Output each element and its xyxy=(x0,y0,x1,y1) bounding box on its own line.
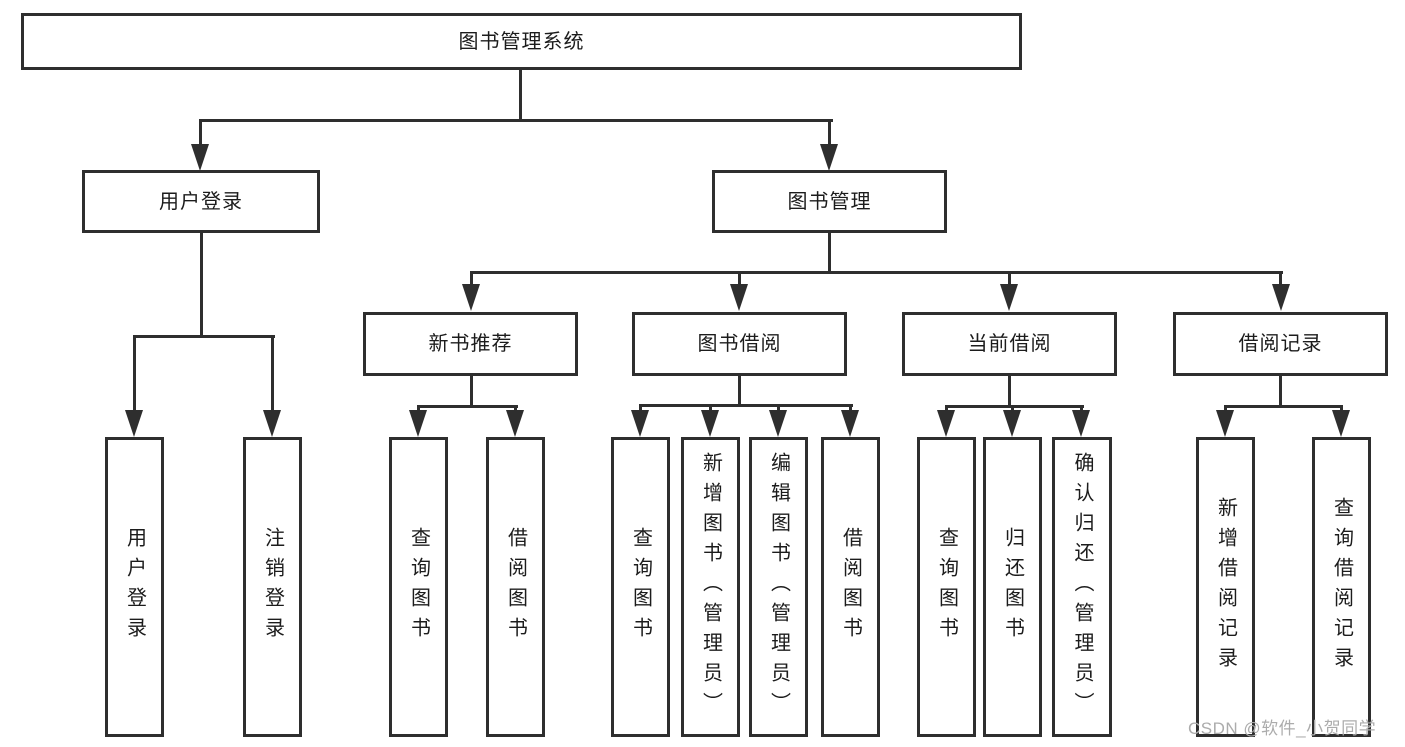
connector-stem-current-borrowing xyxy=(1008,271,1011,287)
connector-user-login-vertical xyxy=(200,233,203,337)
connector-stem-book-borrowing xyxy=(738,271,741,287)
connector-borrowing-records-vertical xyxy=(1279,376,1282,408)
arrowhead-current-borrowing xyxy=(1000,284,1018,311)
arrowhead-query-books-3 xyxy=(937,410,955,437)
arrowhead-book-borrowing xyxy=(730,284,748,311)
node-book-management: 图书管理 xyxy=(712,170,947,233)
connector-borrowing-records-horizontal xyxy=(1224,405,1343,408)
leaf-query-books-borrowing: 查询图书 xyxy=(611,437,670,737)
connector-current-borrowing-horizontal xyxy=(945,405,1084,408)
arrowhead-user-login xyxy=(191,144,209,171)
connector-stem-leaf-logout xyxy=(271,335,274,412)
leaf-confirm-return-admin: 确认归还（管理员） xyxy=(1052,437,1112,737)
connector-stem-query-books-1 xyxy=(417,405,420,413)
node-new-book-recommendation: 新书推荐 xyxy=(363,312,578,376)
connector-stem-book-management xyxy=(828,119,831,146)
connector-book-borrowing-horizontal xyxy=(639,404,853,407)
node-user-login: 用户登录 xyxy=(82,170,320,233)
connector-stem-edit-books xyxy=(777,404,780,413)
arrowhead-borrowing-records xyxy=(1272,284,1290,311)
arrowhead-return-books xyxy=(1003,410,1021,437)
connector-stem-new-book xyxy=(470,271,473,287)
arrowhead-confirm-return xyxy=(1072,410,1090,437)
node-current-borrowing: 当前借阅 xyxy=(902,312,1117,376)
leaf-borrow-books-borrowing: 借阅图书 xyxy=(821,437,880,737)
leaf-add-books-admin: 新增图书（管理员） xyxy=(681,437,740,737)
node-book-borrowing: 图书借阅 xyxy=(632,312,847,376)
leaf-add-borrow-record: 新增借阅记录 xyxy=(1196,437,1255,737)
connector-root-horizontal xyxy=(199,119,833,122)
leaf-return-books: 归还图书 xyxy=(983,437,1042,737)
leaf-query-books-recommend: 查询图书 xyxy=(389,437,448,737)
arrowhead-add-record xyxy=(1216,410,1234,437)
leaf-user-login: 用户登录 xyxy=(105,437,164,737)
connector-stem-borrow-books-2 xyxy=(849,404,852,413)
arrowhead-edit-books xyxy=(769,410,787,437)
arrowhead-borrow-books-2 xyxy=(841,410,859,437)
connector-stem-leaf-user-login xyxy=(133,335,136,412)
connector-stem-add-books xyxy=(709,404,712,413)
connector-stem-user-login xyxy=(199,119,202,146)
arrowhead-add-books xyxy=(701,410,719,437)
arrowhead-query-books-1 xyxy=(409,410,427,437)
connector-stem-confirm-return xyxy=(1080,405,1083,413)
arrowhead-query-record xyxy=(1332,410,1350,437)
connector-book-management-horizontal xyxy=(470,271,1283,274)
arrowhead-new-book xyxy=(462,284,480,311)
watermark: CSDN @软件_小贺同学 xyxy=(1188,719,1377,738)
node-root: 图书管理系统 xyxy=(21,13,1022,70)
leaf-query-borrow-record: 查询借阅记录 xyxy=(1312,437,1371,737)
connector-current-borrowing-vertical xyxy=(1008,376,1011,408)
arrowhead-leaf-user-login xyxy=(125,410,143,437)
connector-stem-return-books xyxy=(1011,405,1014,413)
connector-stem-add-record xyxy=(1224,405,1227,413)
arrowhead-leaf-logout xyxy=(263,410,281,437)
arrowhead-book-management xyxy=(820,144,838,171)
arrowhead-borrow-books-1 xyxy=(506,410,524,437)
leaf-logout-login: 注销登录 xyxy=(243,437,302,737)
connector-stem-query-record xyxy=(1340,405,1343,413)
connector-stem-query-books-3 xyxy=(945,405,948,413)
connector-user-login-horizontal xyxy=(133,335,275,338)
connector-stem-borrowing-records xyxy=(1279,271,1282,287)
leaf-query-books-current: 查询图书 xyxy=(917,437,976,737)
node-borrowing-records: 借阅记录 xyxy=(1173,312,1388,376)
connector-book-borrowing-vertical xyxy=(738,376,741,407)
connector-stem-query-books-2 xyxy=(639,404,642,413)
leaf-borrow-books-recommend: 借阅图书 xyxy=(486,437,545,737)
connector-new-book-horizontal xyxy=(417,405,518,408)
connector-new-book-vertical xyxy=(470,376,473,408)
connector-book-management-vertical xyxy=(828,233,831,274)
connector-root-vertical xyxy=(519,70,522,121)
leaf-edit-books-admin: 编辑图书（管理员） xyxy=(749,437,808,737)
arrowhead-query-books-2 xyxy=(631,410,649,437)
connector-stem-borrow-books-1 xyxy=(514,405,517,413)
